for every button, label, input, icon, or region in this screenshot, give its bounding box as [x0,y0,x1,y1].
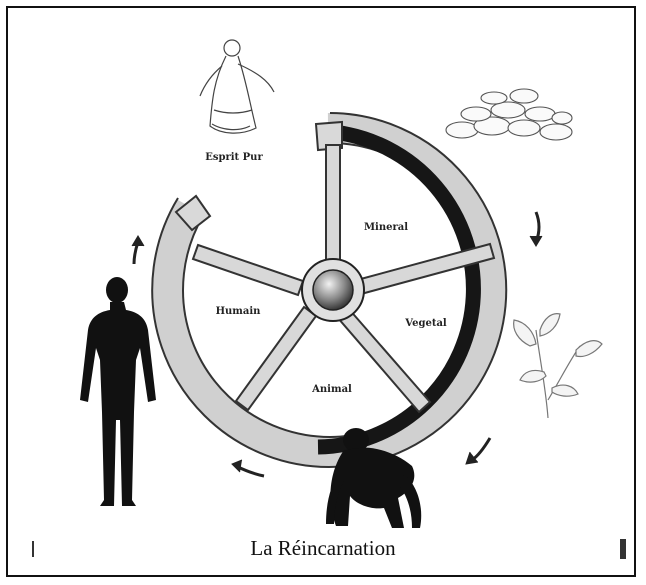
label-vegetal: Vegetal [404,318,447,329]
wheel-hub [313,270,353,310]
figure-caption: La Réincarnation [0,536,646,561]
stones-pile-icon [446,89,572,140]
label-animal: Animal [311,384,352,395]
curved-arrow-icon [132,236,144,264]
label-esprit-pur: Esprit Pur [205,152,263,163]
label-mineral: Mineral [364,222,408,233]
curved-arrow-icon [232,460,264,476]
human-silhouette-icon [80,277,156,506]
curved-arrow-icon [466,438,490,464]
label-humain: Humain [216,306,262,317]
curved-arrow-icon [530,212,542,246]
plant-flower-icon [514,314,602,418]
spirit-figure-icon [200,40,274,133]
